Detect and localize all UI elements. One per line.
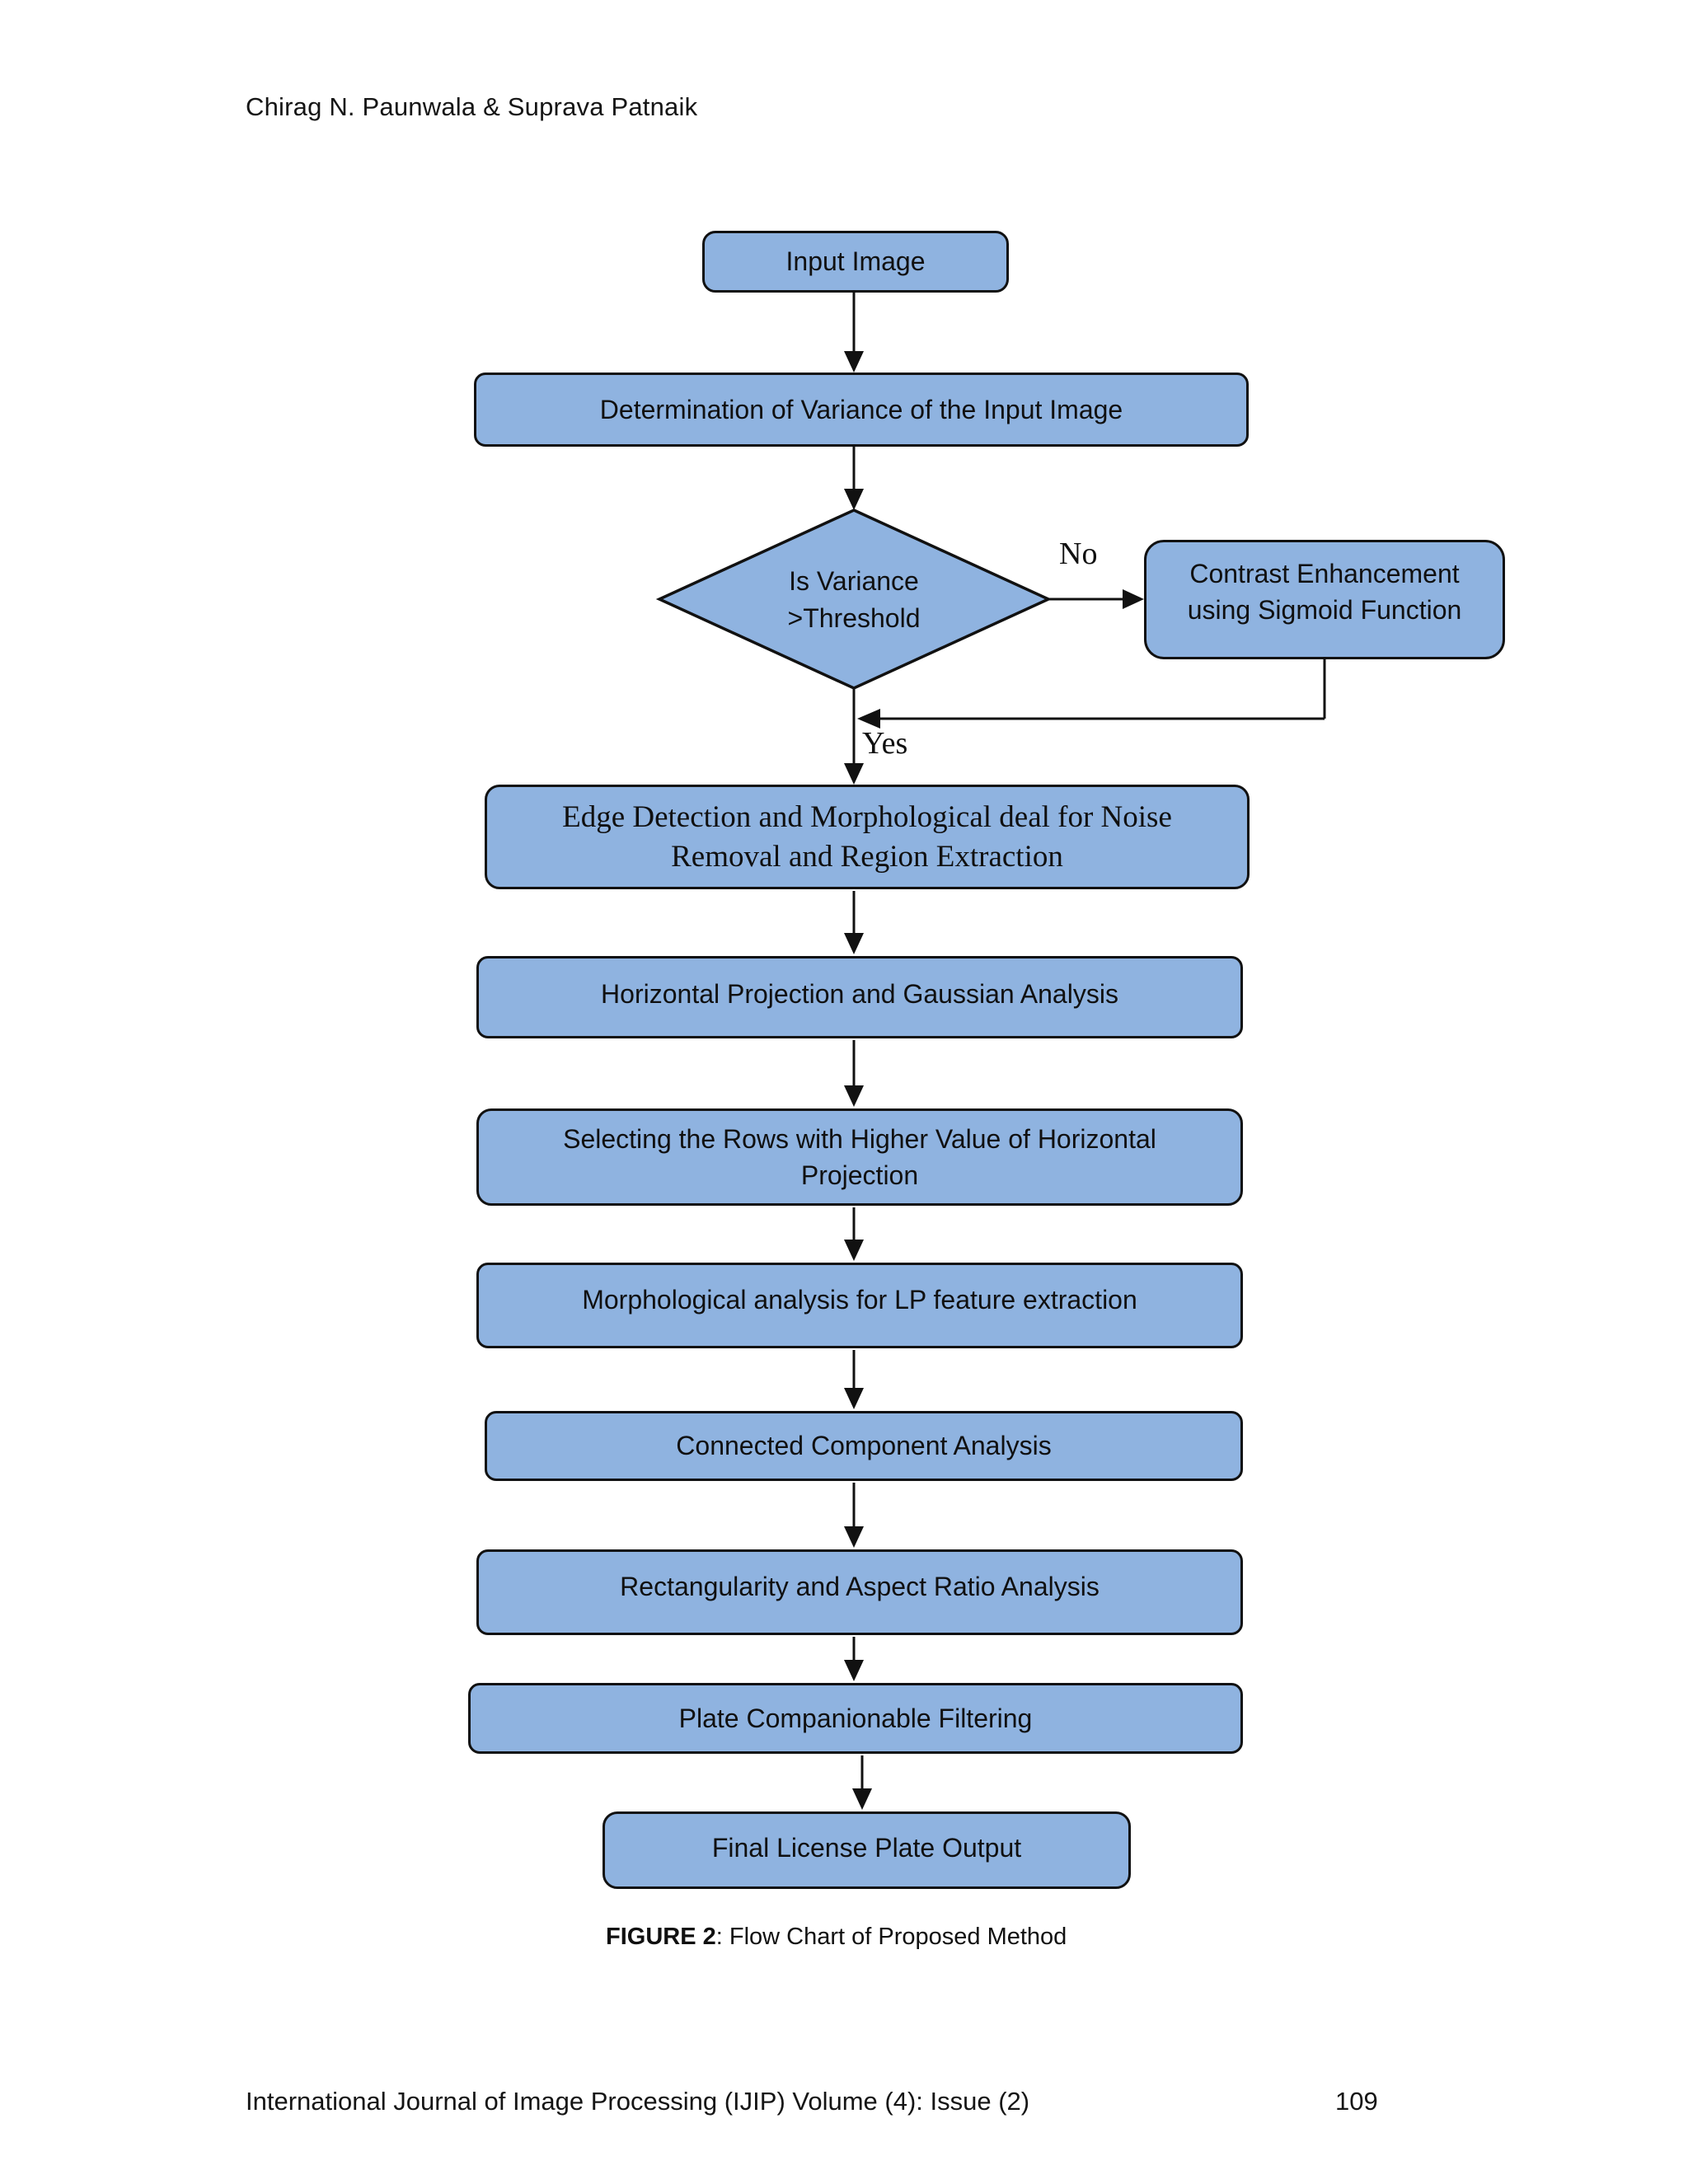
branch-label-no: No <box>1059 537 1098 571</box>
node-edge-detection: Edge Detection and Morphological deal fo… <box>485 785 1250 889</box>
contrast-label: Contrast Enhancement using Sigmoid Funct… <box>1188 555 1462 628</box>
edge-line1: Edge Detection and Morphological deal fo… <box>562 800 1172 835</box>
footer-journal: International Journal of Image Processin… <box>246 2087 1030 2116</box>
branch-label-yes: Yes <box>862 726 908 761</box>
node-input-image: Input Image <box>702 231 1009 293</box>
contrast-line2: using Sigmoid Function <box>1187 595 1462 626</box>
page-header-author: Chirag N. Paunwala & Suprava Patnaik <box>246 92 698 121</box>
arrowhead-yes-branch <box>844 763 864 785</box>
figure-caption-label: FIGURE 2 <box>606 1924 716 1950</box>
arrowhead-no-branch <box>1123 589 1144 609</box>
figure-caption-text: : Flow Chart of Proposed Method <box>715 1924 1067 1950</box>
arrowhead-morphological-to-connected <box>844 1388 864 1409</box>
edge-line2: Removal and Region Extraction <box>671 839 1063 874</box>
node-horizontal-projection: Horizontal Projection and Gaussian Analy… <box>476 956 1243 1038</box>
arrowhead-variance-to-decision <box>844 489 864 510</box>
decision-line1: Is Variance <box>789 566 919 597</box>
node-final-output: Final License Plate Output <box>603 1811 1131 1889</box>
node-decision-label: Is Variance >Threshold <box>742 551 966 649</box>
selecting-label: Selecting the Rows with Higher Value of … <box>563 1121 1156 1193</box>
node-selecting-rows: Selecting the Rows with Higher Value of … <box>476 1108 1243 1206</box>
node-morphological-analysis: Morphological analysis for LP feature ex… <box>476 1263 1243 1348</box>
edge-label: Edge Detection and Morphological deal fo… <box>562 798 1172 876</box>
arrowhead-contrast-return <box>857 709 880 729</box>
selecting-line2: Projection <box>800 1160 919 1190</box>
footer-page-number: 109 <box>1335 2087 1378 2116</box>
arrowhead-input-to-variance <box>844 351 864 373</box>
arrowhead-edge-to-horizontal <box>844 933 864 954</box>
figure-caption: FIGURE 2: Flow Chart of Proposed Method <box>606 1924 1067 1951</box>
selecting-line1: Selecting the Rows with Higher Value of … <box>563 1123 1156 1154</box>
arrowhead-connected-to-rectangularity <box>844 1526 864 1548</box>
contrast-line1: Contrast Enhancement <box>1189 559 1460 588</box>
node-plate-filtering: Plate Companionable Filtering <box>468 1683 1243 1754</box>
arrowhead-plate-to-final <box>852 1788 872 1810</box>
arrowhead-rectangularity-to-plate <box>844 1660 864 1681</box>
arrowhead-horizontal-to-selecting <box>844 1085 864 1107</box>
node-rectangularity-aspect: Rectangularity and Aspect Ratio Analysis <box>476 1549 1243 1635</box>
node-contrast-enhancement: Contrast Enhancement using Sigmoid Funct… <box>1144 540 1505 659</box>
arrowhead-selecting-to-morphological <box>844 1240 864 1261</box>
node-connected-component: Connected Component Analysis <box>485 1411 1243 1481</box>
decision-line2: >Threshold <box>787 603 921 633</box>
node-variance-determination: Determination of Variance of the Input I… <box>474 373 1249 447</box>
